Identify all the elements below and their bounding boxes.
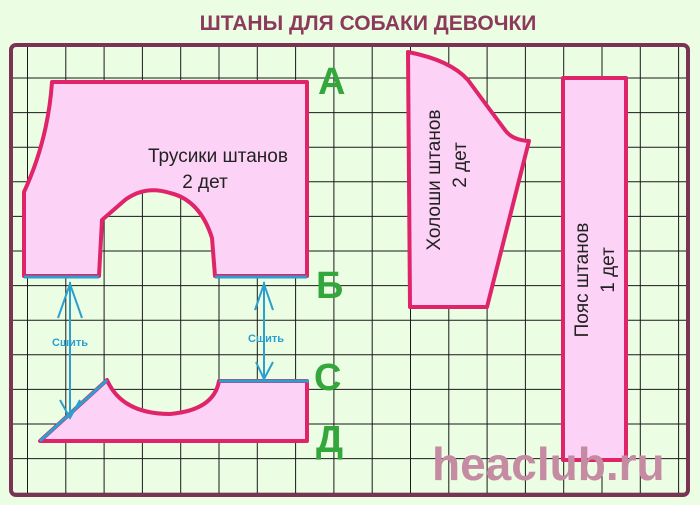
watermark: heaclub.ru xyxy=(432,438,665,490)
page-title: ШТАНЫ ДЛЯ СОБАКИ ДЕВОЧКИ xyxy=(200,12,537,35)
poyas-label-group: Пояс штанов 1 дет xyxy=(572,223,619,338)
kholoshi-count: 2 дет xyxy=(450,142,471,188)
marker-d: Д xyxy=(316,419,343,461)
poyas-piece xyxy=(561,76,628,462)
kholoshi-label-group: Холоши штанов 2 дет xyxy=(424,109,471,250)
trusiki-piece-lower xyxy=(38,378,309,443)
sew-label-right: Сшить xyxy=(248,333,284,345)
trusiki-piece-upper xyxy=(22,80,309,278)
poyas-count: 1 дет xyxy=(598,247,619,293)
marker-c: С xyxy=(314,357,341,399)
trusiki-count: 2 дет xyxy=(182,172,228,193)
marker-a: А xyxy=(318,61,345,103)
kholoshi-piece xyxy=(406,50,531,309)
trusiki-label: Трусики штанов xyxy=(148,146,288,167)
sew-arrow-left xyxy=(57,280,83,421)
poyas-label: Пояс штанов xyxy=(572,223,593,338)
marker-b: Б xyxy=(316,265,343,307)
sew-arrow-right xyxy=(254,280,274,382)
frame xyxy=(9,43,690,497)
kholoshi-label: Холоши штанов xyxy=(424,109,445,250)
sew-label-left: Сшить xyxy=(52,337,88,349)
